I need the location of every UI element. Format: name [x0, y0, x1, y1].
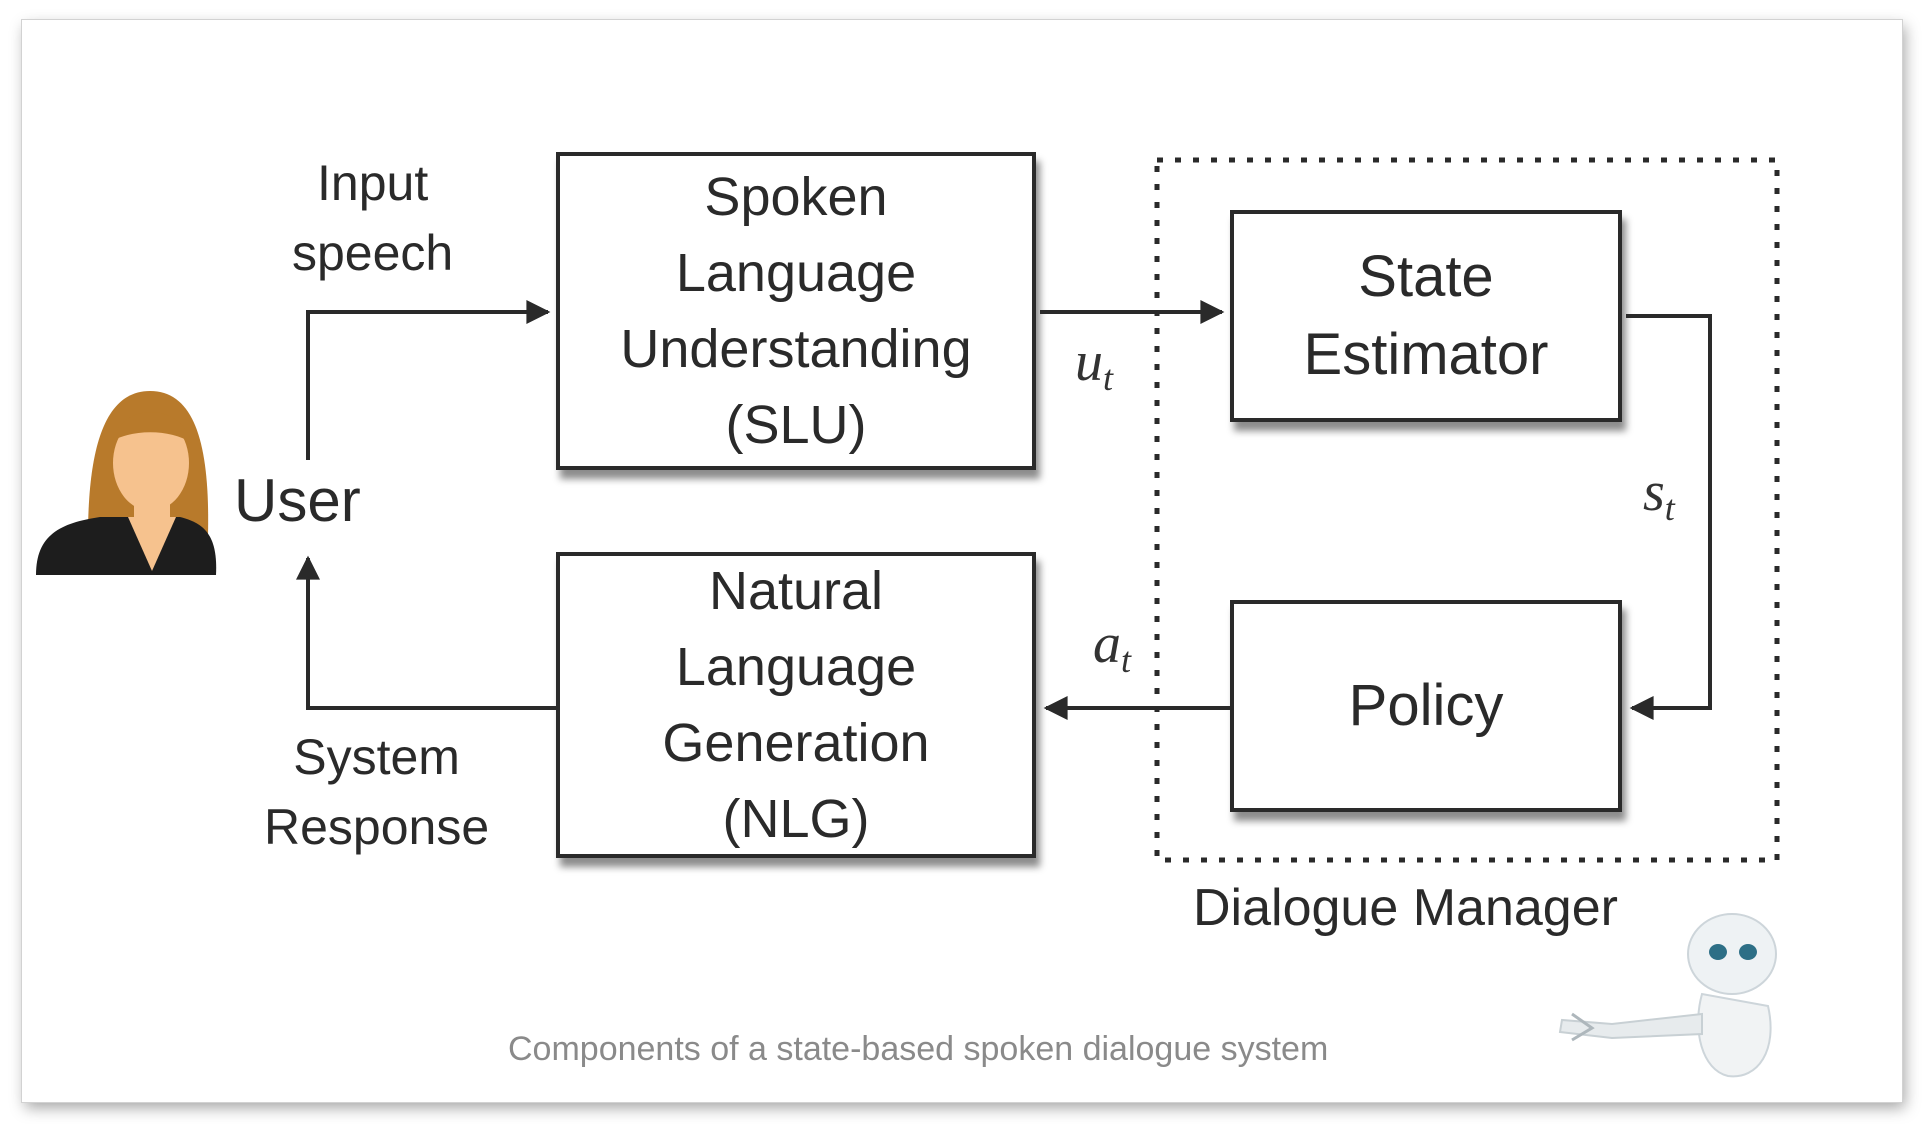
slu-line-2: Language [675, 243, 917, 303]
system-response-line-2: Response [264, 799, 490, 855]
input-speech-label: Input speech [292, 148, 453, 288]
system-response-line-1: System [293, 729, 460, 785]
state-estimator-box: State Estimator [1230, 210, 1622, 422]
slu-box: Spoken Language Understanding (SLU) [556, 152, 1036, 470]
var-u: ut [1075, 330, 1113, 399]
dialogue-manager-label: Dialogue Manager [1193, 879, 1618, 937]
var-u-sub: t [1103, 358, 1114, 398]
var-a-sub: t [1121, 640, 1132, 680]
var-s-sub: t [1664, 488, 1675, 528]
nlg-line-1: Natural [708, 561, 884, 621]
var-a: at [1093, 612, 1131, 681]
input-speech-line-1: Input [317, 155, 429, 211]
var-u-base: u [1075, 331, 1103, 393]
input-speech-line-2: speech [292, 225, 454, 281]
nlg-line-2: Language [675, 637, 917, 697]
robot-icon [1558, 913, 1777, 1078]
slu-line-1: Spoken [704, 167, 888, 227]
caption: Components of a state-based spoken dialo… [508, 1030, 1329, 1068]
slu-line-3: Understanding [620, 319, 972, 379]
state-line-2: Estimator [1303, 322, 1549, 387]
system-response-label: System Response [264, 722, 489, 862]
nlg-box: Natural Language Generation (NLG) [556, 552, 1036, 858]
var-s: st [1643, 460, 1675, 529]
user-label: User [234, 467, 361, 534]
state-line-1: State [1358, 244, 1494, 309]
nlg-line-3: Generation [662, 713, 930, 773]
var-s-base: s [1643, 461, 1665, 523]
slu-line-4: (SLU) [725, 395, 867, 455]
policy-box: Policy [1230, 600, 1622, 812]
policy-line-1: Policy [1348, 673, 1504, 738]
user-avatar-icon [36, 391, 217, 575]
var-a-base: a [1093, 613, 1121, 675]
nlg-line-4: (NLG) [722, 789, 870, 849]
